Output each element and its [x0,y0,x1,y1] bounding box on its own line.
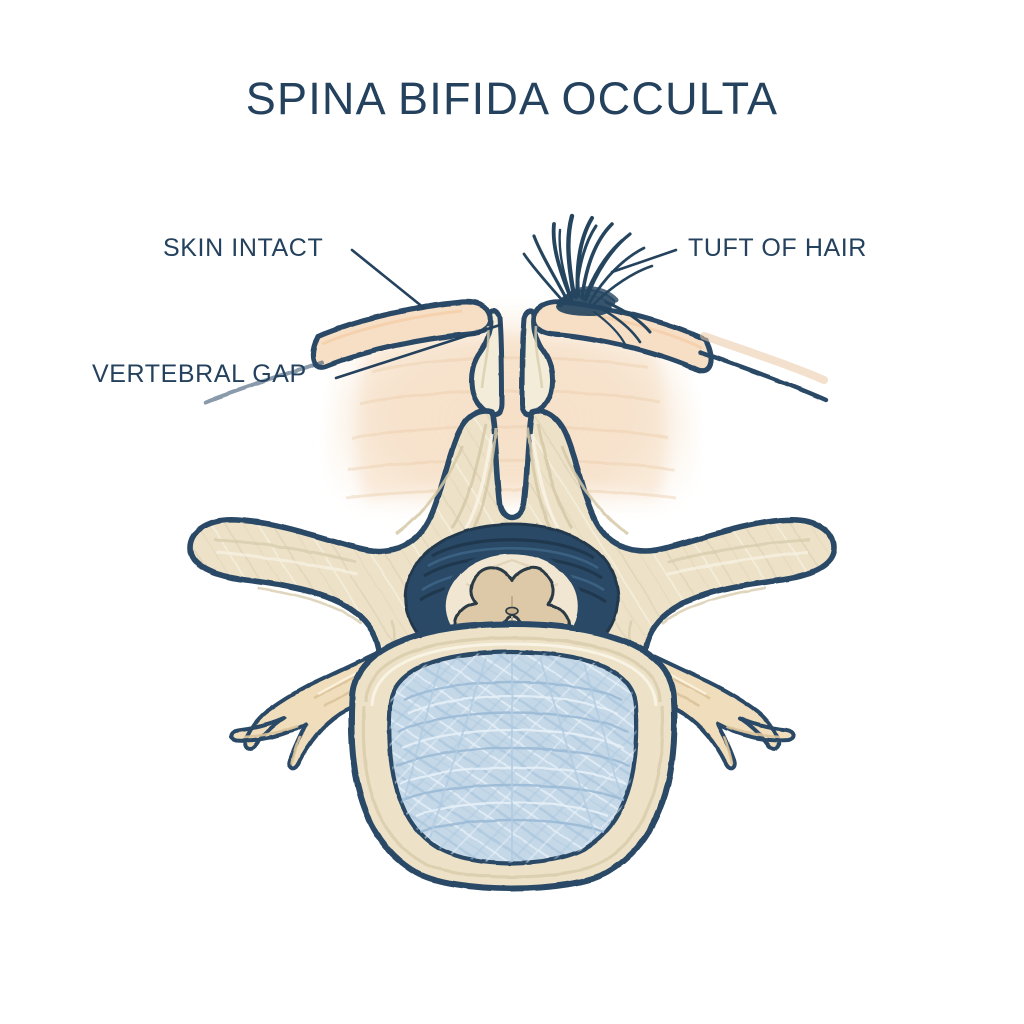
page-title: SPINA BIFIDA OCCULTA [245,73,779,124]
leader-lines [334,248,678,380]
leader-vertebral-gap [334,323,502,380]
skin-layer-left-extension [204,360,324,404]
transverse-process-texture [213,538,811,685]
label-skin-intact: SKIN INTACT [163,234,324,262]
leader-skin-intact [350,248,426,310]
right-lamina-tip [519,308,555,417]
cancellous-bone [387,649,639,866]
lamina-grain [395,423,629,536]
hair-tuft [522,213,654,348]
label-tuft-of-hair: TUFT OF HAIR [688,234,867,262]
label-vertebral-gap: VERTEBRAL GAP [92,360,307,388]
lamina-highlight [464,433,560,529]
leader-tuft-of-hair [610,248,678,274]
